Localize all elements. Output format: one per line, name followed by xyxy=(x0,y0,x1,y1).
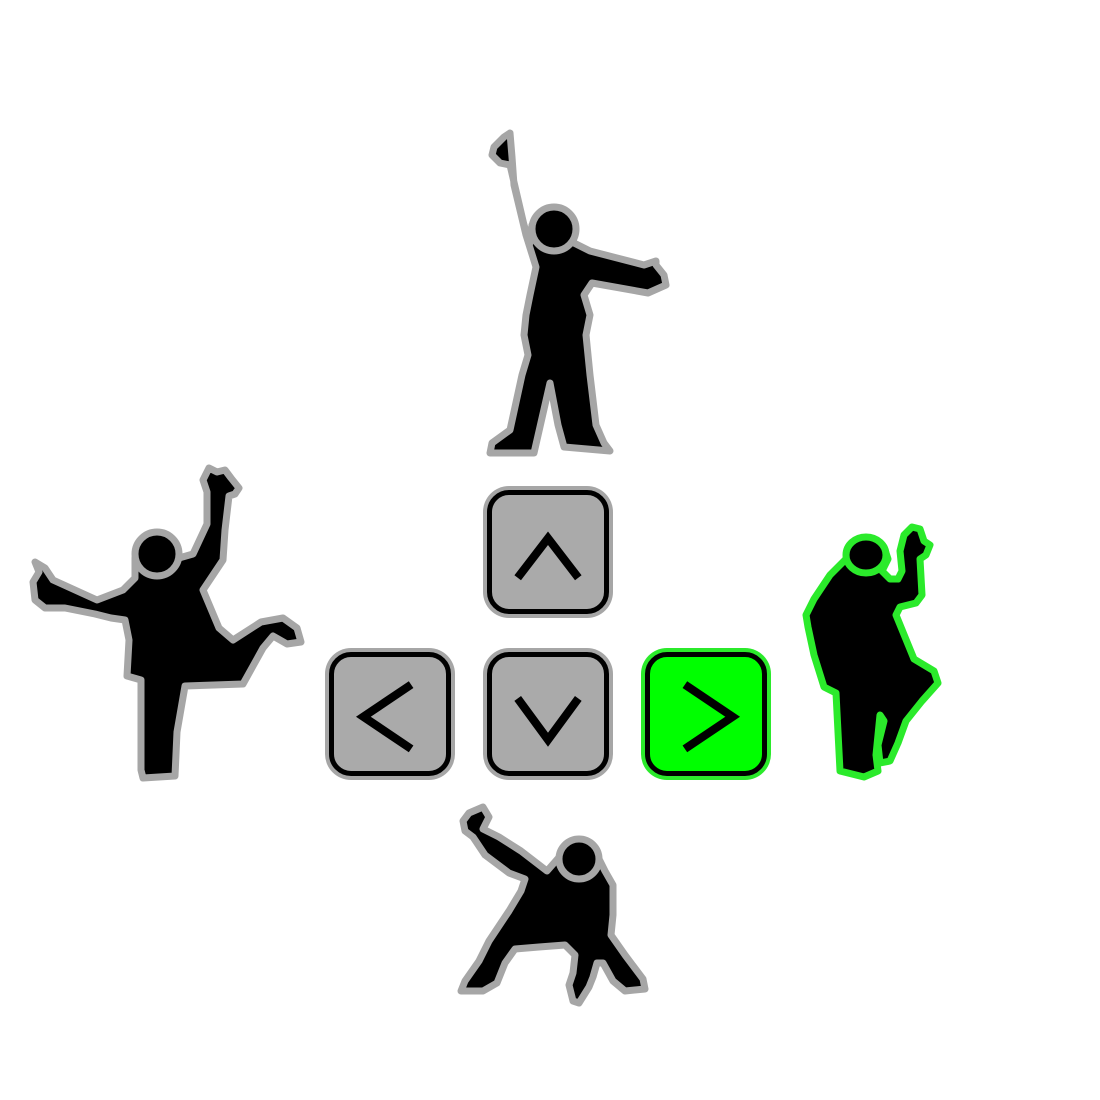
dancer-up xyxy=(470,125,690,470)
chevron-up-icon xyxy=(514,531,582,581)
chevron-down-icon xyxy=(514,695,582,747)
dancer-left xyxy=(25,460,315,790)
dancer-pose-down-icon xyxy=(457,803,649,1007)
dancer-down xyxy=(455,795,655,1007)
dancer-right xyxy=(800,515,950,785)
chevron-left-icon xyxy=(355,681,414,753)
dancer-pose-up-icon xyxy=(486,129,670,457)
arrow-key-right[interactable] xyxy=(645,652,767,776)
chevron-right-icon xyxy=(682,681,741,753)
dancer-pose-right-icon xyxy=(802,523,942,781)
arrow-key-down[interactable] xyxy=(487,652,609,776)
dancer-pose-left-icon xyxy=(29,464,305,782)
arrow-key-left[interactable] xyxy=(329,652,451,776)
arrow-key-up[interactable] xyxy=(487,490,609,614)
